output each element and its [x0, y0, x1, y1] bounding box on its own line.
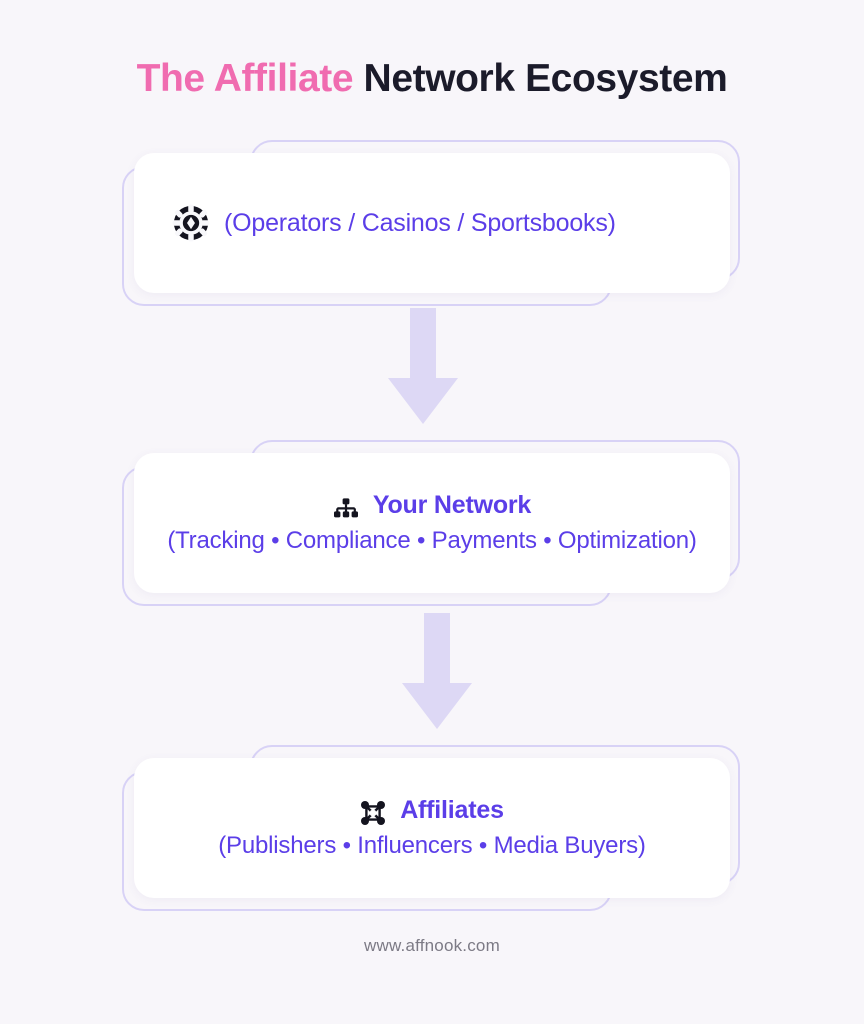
flow-step-operators[interactable]: (Operators / Casinos / Sportsbooks) — [122, 140, 742, 306]
card-operators-row: (Operators / Casinos / Sportsbooks) — [134, 204, 730, 242]
nodes-icon — [360, 800, 386, 826]
card-affiliates[interactable]: Affiliates (Publishers • Influencers • M… — [134, 758, 730, 898]
card-your-network-title: Your Network — [372, 491, 532, 519]
casino-chip-icon — [172, 204, 210, 242]
flow-step-your-network[interactable]: Your Network (Tracking • Compliance • Pa… — [122, 440, 742, 606]
flow-step-affiliates[interactable]: Affiliates (Publishers • Influencers • M… — [122, 745, 742, 911]
card-operators-title: (Operators / Casinos / Sportsbooks) — [224, 208, 616, 237]
card-affiliates-title: Affiliates — [400, 796, 504, 824]
sitemap-icon — [333, 495, 359, 521]
page-title-accent: The Affiliate — [136, 57, 354, 100]
card-affiliates-row: Affiliates — [360, 796, 504, 825]
footer-url: www.affnook.com — [364, 936, 500, 955]
card-your-network-subtitle: (Tracking • Compliance • Payments • Opti… — [167, 527, 697, 554]
card-your-network[interactable]: Your Network (Tracking • Compliance • Pa… — [134, 453, 730, 593]
card-your-network-row: Your Network — [333, 491, 531, 520]
page-title-rest: Network Ecosystem — [353, 57, 728, 100]
page-title: The Affiliate Network Ecosystem — [0, 57, 864, 101]
card-operators[interactable]: (Operators / Casinos / Sportsbooks) — [134, 153, 730, 293]
arrow-network-to-affiliates — [400, 613, 474, 731]
arrow-operators-to-network — [386, 308, 460, 426]
card-affiliates-subtitle: (Publishers • Influencers • Media Buyers… — [218, 832, 646, 859]
